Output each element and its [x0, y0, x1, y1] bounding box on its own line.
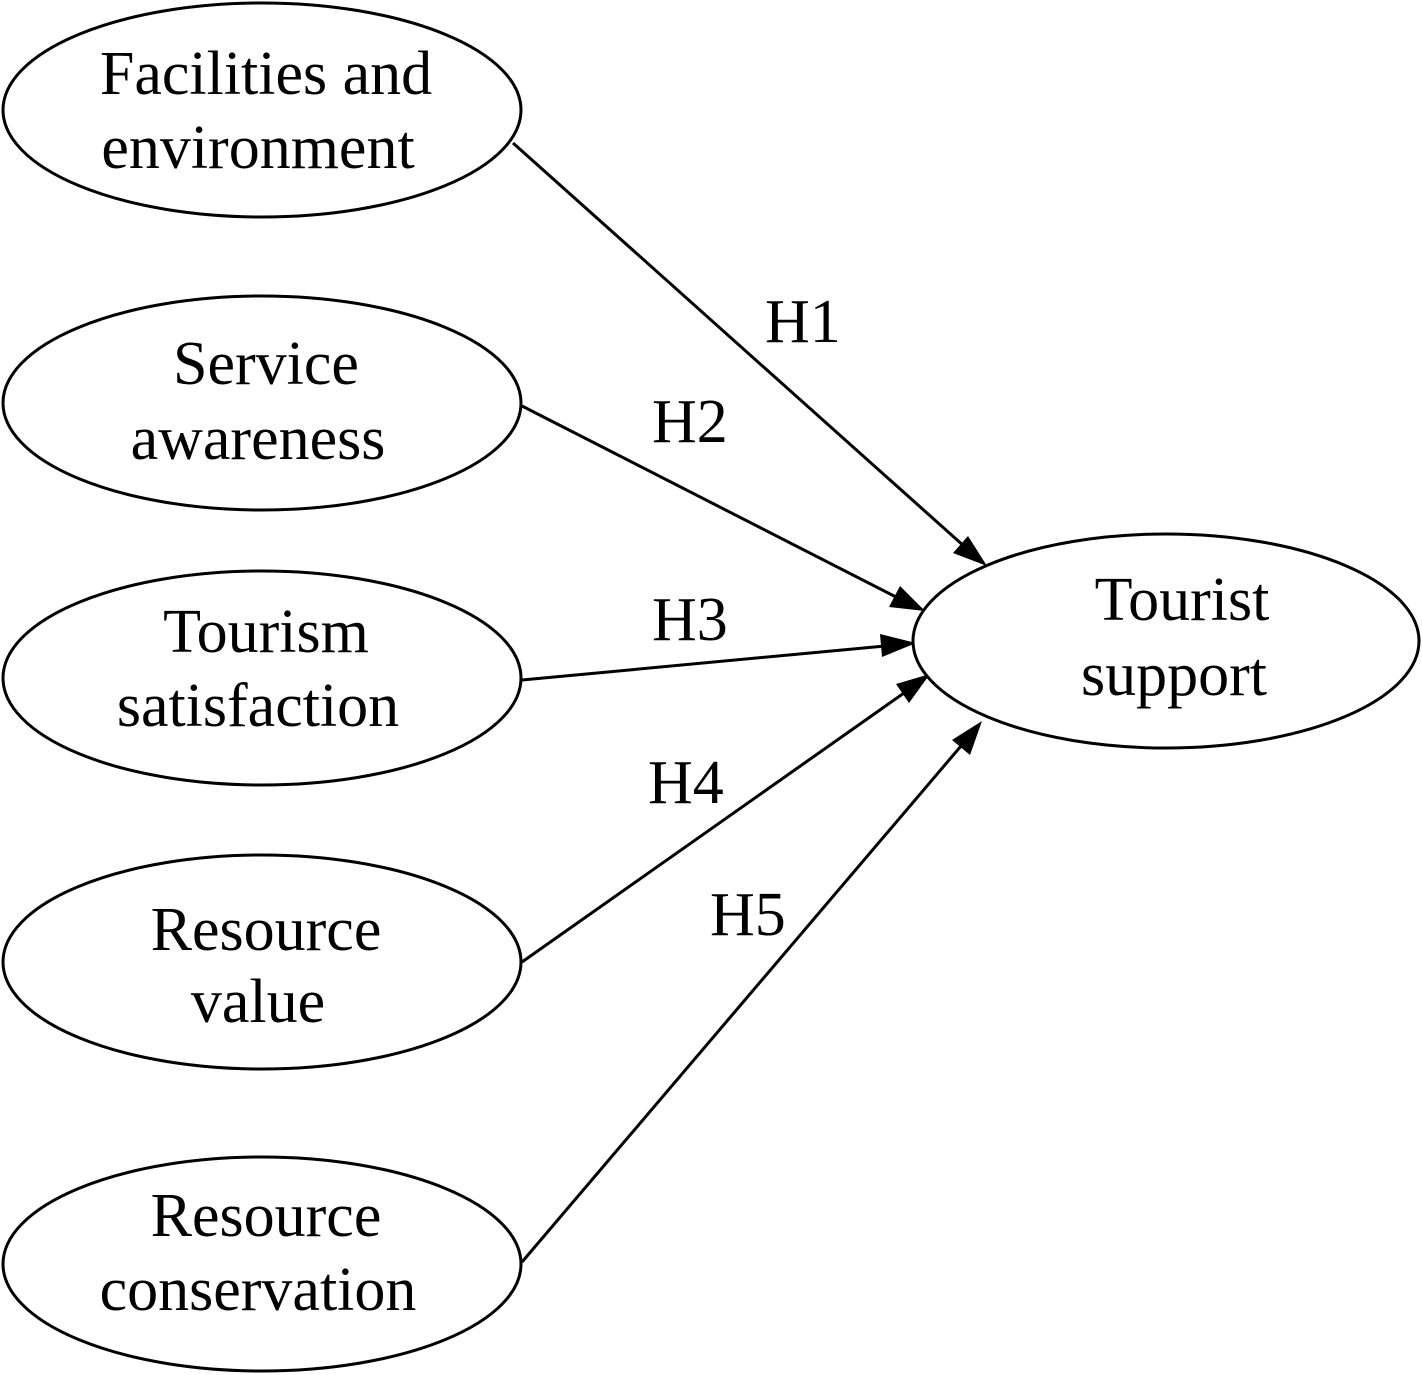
- node-facilities-environment: Facilities and environment: [1, 1, 523, 219]
- edge-label-h2: H2: [652, 388, 728, 456]
- edge-h4-line: [521, 691, 905, 964]
- edge-h1-arrowhead: [953, 536, 987, 566]
- edge-label-h1: H1: [765, 288, 841, 356]
- node-service-awareness-ellipse: [1, 294, 523, 512]
- edge-h3: [521, 634, 916, 682]
- edge-h5-arrowhead: [952, 721, 982, 755]
- node-tourist-support-ellipse: [911, 532, 1421, 750]
- edge-h4: [521, 674, 930, 964]
- node-facilities-environment-ellipse: [1, 1, 523, 219]
- edge-h5: [520, 721, 982, 1263]
- edge-h2: [521, 404, 925, 611]
- edge-label-h5: H5: [710, 881, 786, 949]
- node-tourist-support: Tourist support: [911, 532, 1421, 750]
- node-tourism-satisfaction: Tourism satisfaction: [1, 569, 523, 787]
- node-tourist-support-line2: support: [1081, 641, 1267, 709]
- node-tourism-satisfaction-line2: satisfaction: [117, 672, 399, 740]
- edge-h5-line: [520, 745, 963, 1263]
- edge-h1-line: [512, 141, 966, 549]
- node-resource-conservation-ellipse: [1, 1155, 523, 1373]
- edge-h3-line: [521, 644, 886, 682]
- node-tourist-support-line1: Tourist: [1095, 566, 1270, 634]
- node-service-awareness-line1: Service: [173, 330, 359, 398]
- edge-h4-arrowhead: [896, 674, 930, 703]
- edge-label-h4: H4: [648, 749, 724, 817]
- node-tourism-satisfaction-line1: Tourism: [163, 598, 369, 666]
- node-resource-value-line1: Resource: [151, 896, 382, 964]
- edge-h2-arrowhead: [889, 586, 925, 611]
- node-resource-conservation: Resource conservation: [1, 1155, 523, 1373]
- node-resource-value-line2: value: [191, 968, 325, 1036]
- node-facilities-environment-line2: environment: [101, 114, 414, 182]
- edge-label-h3: H3: [652, 586, 728, 654]
- node-tourism-satisfaction-ellipse: [1, 569, 523, 787]
- node-resource-conservation-line2: conservation: [100, 1256, 417, 1324]
- edge-h1: [512, 141, 987, 566]
- node-facilities-environment-line1: Facilities and: [100, 40, 432, 108]
- edge-h2-line: [521, 404, 897, 599]
- node-service-awareness-line2: awareness: [131, 405, 386, 473]
- node-resource-conservation-line1: Resource: [151, 1182, 382, 1250]
- edge-h3-arrowhead: [880, 634, 916, 657]
- node-resource-value-ellipse: [1, 853, 523, 1071]
- node-service-awareness: Service awareness: [1, 294, 523, 512]
- node-resource-value: Resource value: [1, 853, 523, 1071]
